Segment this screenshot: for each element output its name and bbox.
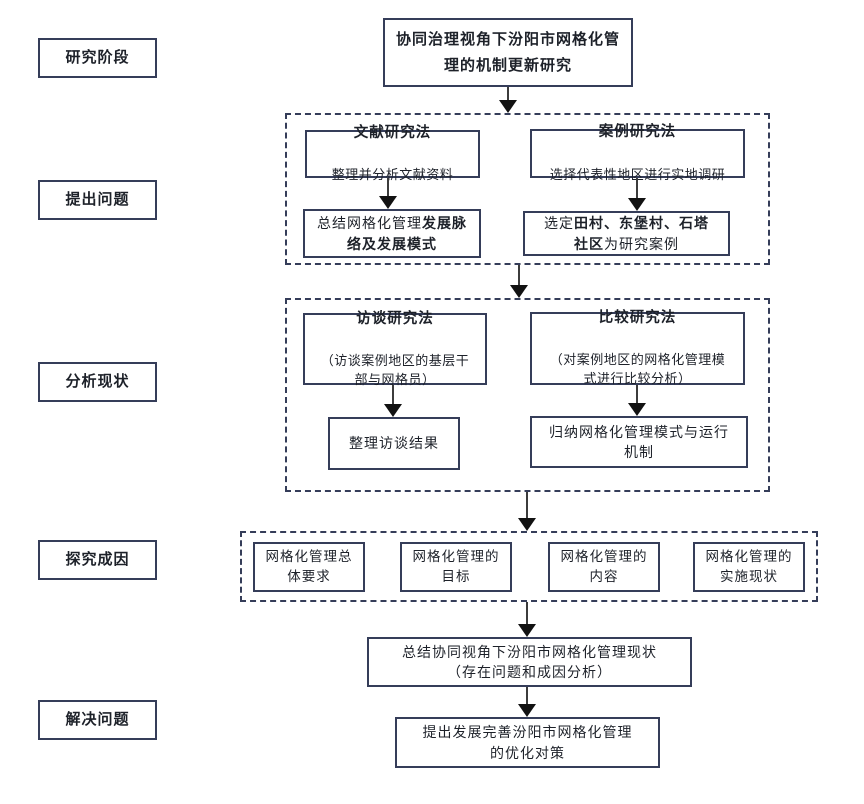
arrow-head-icon — [518, 704, 536, 717]
literature-method-box: 文献研究法 整理并分析文献资料 — [305, 125, 480, 182]
arrow-title-to-methods1 — [499, 87, 517, 113]
literature-result-box: 总结网格化管理发展脉 络及发展模式 — [303, 209, 481, 258]
compare-method-box: 比较研究法 （对案例地区的网格化管理模 式进行比较分析） — [530, 310, 745, 386]
compare-result-text: 归纳网格化管理模式与运行 机制 — [549, 423, 729, 460]
arrow-head-icon — [384, 404, 402, 417]
stage-box-explore-causes: 探究成因 — [38, 540, 157, 580]
case-result-prefix: 选定 — [544, 215, 574, 232]
arrow-compare-to-result — [628, 385, 646, 416]
cause-text: 网格化管理的 内容 — [560, 549, 648, 584]
stage-box-research-phase: 研究阶段 — [38, 38, 157, 78]
stage-box-solve-problem: 解决问题 — [38, 700, 157, 740]
research-title-box: 协同治理视角下汾阳市网格化管 理的机制更新研究 — [383, 18, 633, 87]
stage-label: 分析现状 — [65, 373, 130, 391]
arrow-causes-to-summary — [518, 602, 536, 637]
case-result-suffix: 为研究案例 — [604, 235, 679, 252]
cause-box-implementation-status: 网格化管理的 实施现状 — [693, 542, 805, 592]
methods-group-2-container — [285, 298, 770, 492]
case-result-bold: 田村、东堡村、石塔 社区 — [574, 215, 709, 252]
compare-result-box: 归纳网格化管理模式与运行 机制 — [530, 416, 748, 468]
arrow-interview-to-result — [384, 385, 402, 417]
literature-method-subtitle: 整理并分析文献资料 — [331, 167, 454, 183]
interview-method-box: 访谈研究法 （访谈案例地区的基层干 部与网格员） — [303, 311, 487, 387]
literature-result-bold: 发展脉 络及发展模式 — [347, 215, 467, 252]
cause-text: 网格化管理的 实施现状 — [705, 549, 793, 584]
summary-box: 总结协同视角下汾阳市网格化管理现状 （存在问题和成因分析） — [367, 637, 692, 687]
stage-label: 解决问题 — [65, 711, 130, 729]
arrow-head-icon — [510, 285, 528, 298]
cause-box-content: 网格化管理的 内容 — [548, 542, 660, 592]
case-method-subtitle: 选择代表性地区进行实地调研 — [549, 166, 726, 182]
causes-group-container — [240, 531, 818, 602]
cause-box-goals: 网格化管理的 目标 — [400, 542, 512, 592]
solution-box: 提出发展完善汾阳市网格化管理 的优化对策 — [395, 717, 660, 768]
cause-box-overall-requirements: 网格化管理总 体要求 — [253, 542, 365, 592]
interview-method-subtitle: （访谈案例地区的基层干 部与网格员） — [320, 352, 470, 387]
stage-box-raise-question: 提出问题 — [38, 180, 157, 220]
case-method-title: 案例研究法 — [598, 124, 677, 141]
interview-method-title: 访谈研究法 — [356, 310, 434, 327]
summary-text: 总结协同视角下汾阳市网格化管理现状 （存在问题和成因分析） — [402, 643, 657, 680]
case-method-box: 案例研究法 选择代表性地区进行实地调研 — [530, 124, 745, 182]
arrow-head-icon — [628, 403, 646, 416]
arrow-head-icon — [379, 196, 397, 209]
compare-method-title: 比较研究法 — [598, 310, 677, 326]
arrow-summary-to-solution — [518, 687, 536, 717]
literature-result-prefix: 总结网格化管理 — [317, 215, 422, 232]
research-title: 协同治理视角下汾阳市网格化管 理的机制更新研究 — [395, 31, 620, 74]
cause-text: 网格化管理的 目标 — [412, 549, 500, 584]
stage-label: 提出问题 — [65, 191, 130, 209]
compare-method-subtitle: （对案例地区的网格化管理模 式进行比较分析） — [549, 352, 726, 387]
literature-method-title: 文献研究法 — [353, 124, 432, 141]
stage-box-analyze-status: 分析现状 — [38, 362, 157, 402]
case-result-box: 选定田村、东堡村、石塔 社区为研究案例 — [523, 211, 730, 256]
arrow-head-icon — [518, 624, 536, 637]
methods-group-1-container — [285, 113, 770, 265]
arrow-head-icon — [518, 518, 536, 531]
arrow-methods2-to-causes — [518, 492, 536, 531]
arrow-case-to-result — [628, 178, 646, 211]
arrow-methods1-to-methods2 — [510, 265, 528, 298]
interview-result-text: 整理访谈结果 — [349, 435, 439, 452]
arrow-head-icon — [628, 198, 646, 211]
solution-text: 提出发展完善汾阳市网格化管理 的优化对策 — [422, 724, 633, 761]
arrow-head-icon — [499, 100, 517, 113]
stage-label: 探究成因 — [65, 551, 130, 569]
arrow-literature-to-result — [379, 178, 397, 209]
cause-text: 网格化管理总 体要求 — [265, 549, 353, 584]
interview-result-box: 整理访谈结果 — [328, 417, 460, 470]
stage-label: 研究阶段 — [65, 49, 130, 67]
